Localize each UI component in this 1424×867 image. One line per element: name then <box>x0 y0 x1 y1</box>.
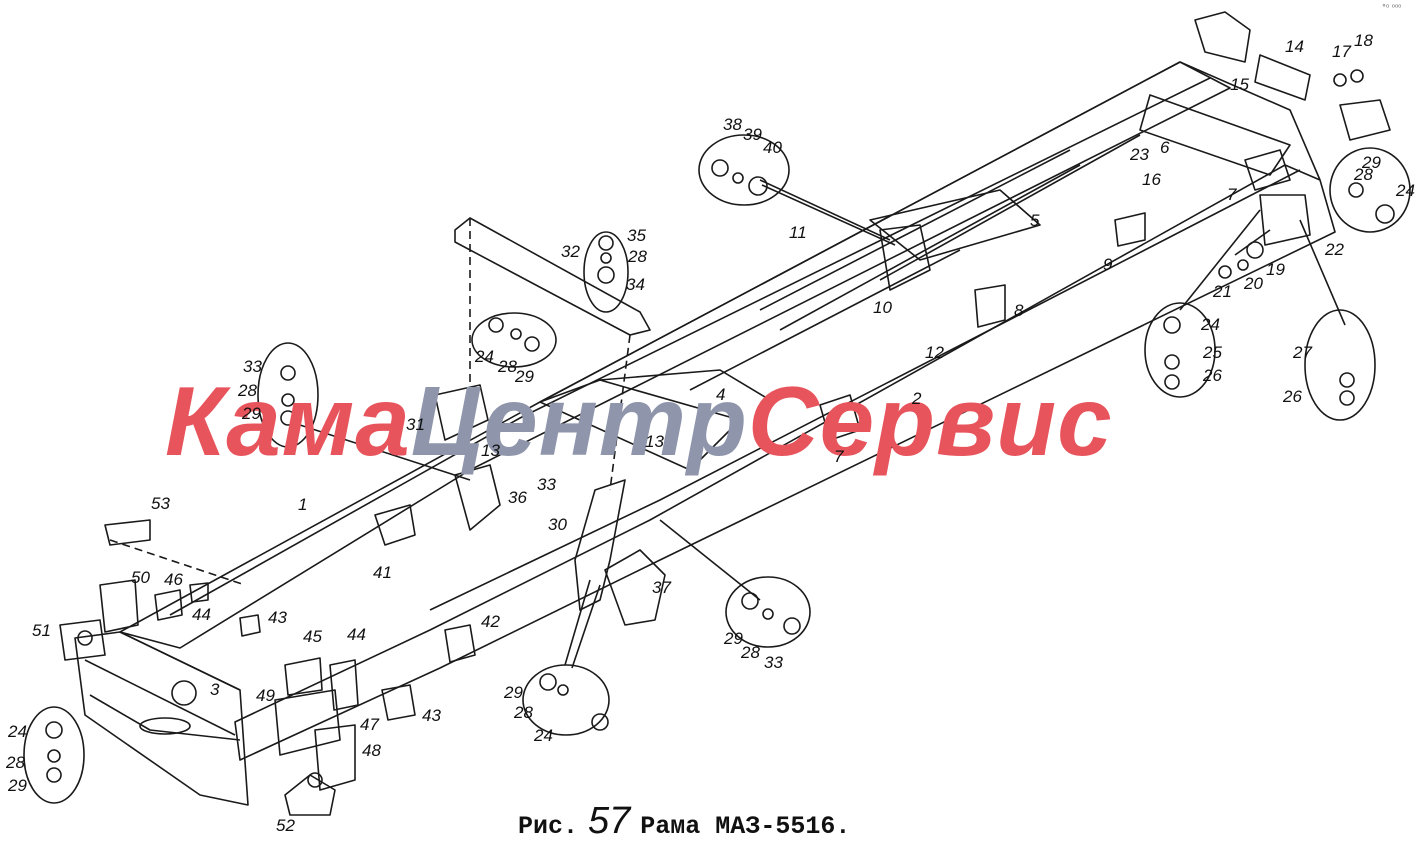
caption-prefix: Рис. <box>518 812 579 841</box>
callout-label: 52 <box>276 816 295 835</box>
callout-label: 26 <box>1202 366 1222 385</box>
callout-label: 4 <box>716 385 725 404</box>
callout-label: 47 <box>360 715 379 734</box>
callout-label: 25 <box>1202 343 1222 362</box>
callout-label: 43 <box>422 706 441 725</box>
callout-label: 24 <box>7 722 27 741</box>
callout-label: 19 <box>1266 260 1285 279</box>
callout-label: 44 <box>347 625 366 644</box>
callout-label: 45 <box>303 627 322 646</box>
watermark-text: КамаЦентрСервис <box>165 366 1113 476</box>
caption-number: 57 <box>588 800 631 842</box>
callout-label: 42 <box>481 612 500 631</box>
figure-caption: Рис. 57 Рама МАЗ-5516. <box>518 800 850 843</box>
callout-label: 28 <box>497 357 517 376</box>
callout-label: 7 <box>834 447 844 466</box>
callout-label: 33 <box>537 475 556 494</box>
callout-label: 29 <box>7 776 27 795</box>
callout-label: 24 <box>474 347 494 366</box>
callout-label: 29 <box>723 629 743 648</box>
callout-label: 24 <box>1395 181 1415 200</box>
callout-label: 51 <box>32 621 51 640</box>
callout-label: 13 <box>481 441 500 460</box>
callout-label: 37 <box>652 578 671 597</box>
callout-label: 13 <box>645 432 664 451</box>
caption-title: Рама МАЗ-5516. <box>640 812 851 841</box>
callout-label: 28 <box>513 703 533 722</box>
callout-label: 18 <box>1354 31 1373 50</box>
corner-mark: °⁰ ⁰⁰⁰ <box>1382 3 1402 12</box>
callout-label: 28 <box>5 753 25 772</box>
callout-label: 23 <box>1129 145 1149 164</box>
callout-label: 28 <box>1353 165 1373 184</box>
callout-label: 14 <box>1285 37 1304 56</box>
callout-label: 17 <box>1332 42 1351 61</box>
callout-label: 49 <box>256 686 275 705</box>
callout-label: 21 <box>1212 282 1232 301</box>
callout-label: 34 <box>626 275 645 294</box>
callout-label: 40 <box>763 138 782 157</box>
callout-label: 6 <box>1160 138 1170 157</box>
callout-label: 1 <box>298 495 307 514</box>
callout-label: 29 <box>514 367 534 386</box>
callout-label: 46 <box>164 570 183 589</box>
callout-label: 15 <box>1230 75 1249 94</box>
callout-label: 33 <box>243 357 262 376</box>
callout-label: 7 <box>1227 185 1237 204</box>
callout-label: 2 <box>911 389 922 408</box>
callout-label: 28 <box>237 381 257 400</box>
callout-label: 33 <box>764 653 783 672</box>
callout-label: 5 <box>1030 211 1040 230</box>
callout-label: 44 <box>192 605 211 624</box>
callout-label: 48 <box>362 741 381 760</box>
watermark-part1: Кама <box>165 366 411 476</box>
callout-label: 29 <box>503 683 523 702</box>
callout-label: 28 <box>627 247 647 266</box>
watermark: КамаЦентрСервис <box>165 366 1113 476</box>
callout-label: 16 <box>1142 170 1161 189</box>
callout-label: 31 <box>406 415 425 434</box>
callout-label: 41 <box>373 563 392 582</box>
callout-label: 30 <box>548 515 567 534</box>
callout-label: 35 <box>627 226 646 245</box>
callout-label: 12 <box>925 343 944 362</box>
frame-linework <box>23 11 1411 816</box>
callout-label: 9 <box>1103 255 1113 274</box>
callout-label: 36 <box>508 488 527 507</box>
callout-label: 22 <box>1324 240 1344 259</box>
callout-label: 32 <box>561 242 580 261</box>
callout-label: 39 <box>743 125 762 144</box>
callout-label: 20 <box>1243 274 1263 293</box>
callout-label: 24 <box>533 726 553 745</box>
callout-label: 50 <box>131 568 150 587</box>
callout-label: 29 <box>1361 153 1381 172</box>
callout-label: 11 <box>789 223 807 242</box>
callout-label: 24 <box>1200 315 1220 334</box>
watermark-part3: Сервис <box>748 366 1113 476</box>
callout-label: 28 <box>740 643 760 662</box>
callout-label: 3 <box>210 680 220 699</box>
callout-label: 8 <box>1014 301 1024 320</box>
callout-label: 29 <box>241 404 261 423</box>
callout-label: 43 <box>268 608 287 627</box>
callout-label: 26 <box>1282 387 1302 406</box>
callout-label: 27 <box>1292 343 1312 362</box>
callout-label: 38 <box>723 115 742 134</box>
callout-label: 53 <box>151 494 170 513</box>
watermark-part2: Центр <box>411 366 748 476</box>
callout-label: 10 <box>873 298 892 317</box>
